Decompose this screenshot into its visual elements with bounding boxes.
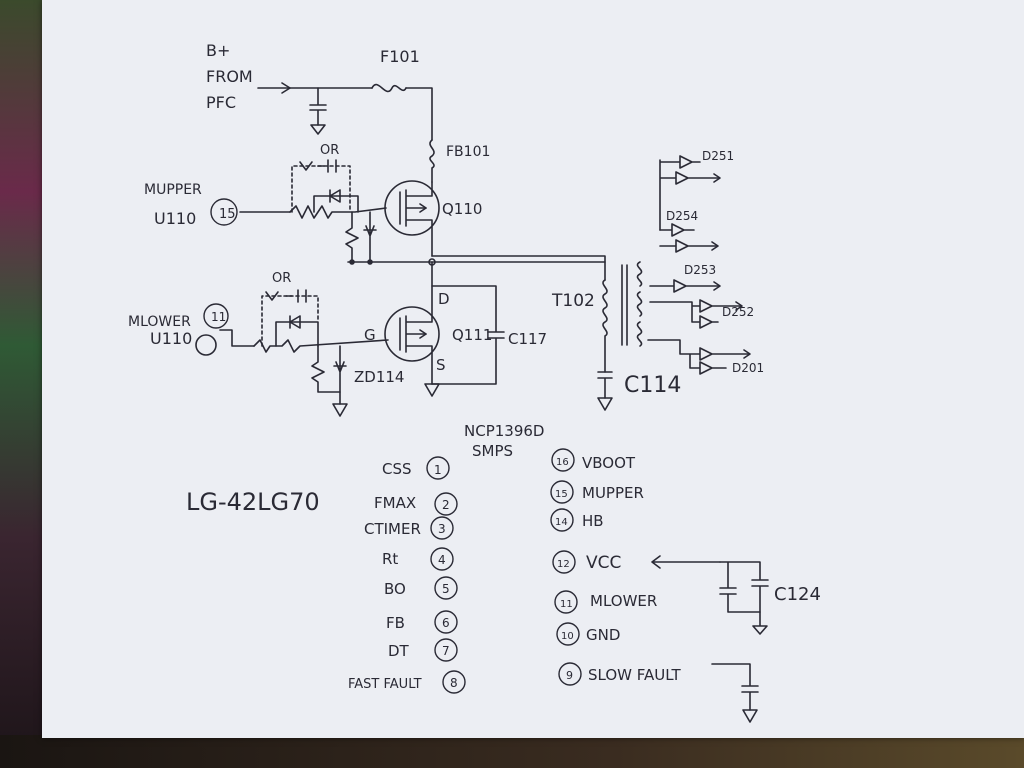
pin-name-9: SLOW FAULT [588,666,682,684]
pin-circles [203,198,582,694]
d251-label: D251 [702,149,734,163]
bplus-label: B+ [206,41,230,60]
d201-label: D201 [732,361,764,375]
pin-num-2: 2 [442,498,450,512]
pin-num-8: 8 [450,676,458,690]
pin-num-15: 15 [555,489,568,500]
component-labels: B+ FROM PFC F101 FB101 OR MUPPER U110 15… [128,41,821,605]
pin-list-left: CSS 1 FMAX 2 CTIMER 3 Rt 4 BO 5 FB 6 DT … [348,460,458,692]
c114-label: C114 [624,373,681,398]
pin-name-8: FAST FAULT [348,677,422,692]
or-top-label: OR [320,143,339,158]
pin-num-3: 3 [438,522,446,536]
q110-label: Q110 [442,200,482,218]
pin-name-11: MLOWER [590,592,657,610]
or-bottom-label: OR [272,271,291,286]
from-label: FROM [206,67,253,86]
pin11-circle [203,303,229,329]
chip-name-label: NCP1396D [464,422,544,440]
source-label: S [436,356,446,374]
pin-name-2: FMAX [374,494,416,512]
pin-num-14: 14 [555,517,568,528]
pin-num-10: 10 [561,631,574,642]
pin-list-right: 16 VBOOT 15 MUPPER 14 HB 12 VCC 11 MLOWE… [555,454,682,684]
pin-num-1: 1 [434,463,442,477]
q111-label: Q111 [452,326,492,344]
pin-name-12: VCC [586,553,621,573]
zd114-label: ZD114 [354,368,404,386]
pin-num-9: 9 [566,669,573,682]
ferrite-label: FB101 [446,144,490,160]
u110-bottom-label: U110 [150,329,192,348]
d252-label: D252 [722,305,754,319]
pin11-label: 11 [211,310,226,324]
fuse-label: F101 [380,47,420,66]
t102-label: T102 [551,291,595,311]
chip-type-label: SMPS [472,442,513,460]
pin-name-1: CSS [382,460,412,478]
c117-label: C117 [508,330,547,348]
pin-name-15: MUPPER [582,484,644,502]
mlower-label: MLOWER [128,314,191,330]
pin-num-12: 12 [557,559,570,570]
gate-label: G [364,326,376,344]
pin-name-16: VBOOT [582,454,636,472]
d254-label: D254 [666,209,698,223]
model-label: LG-42LG70 [186,488,320,516]
pin15-circle [210,198,238,226]
u110-top-label: U110 [154,209,196,228]
pfc-label: PFC [206,93,236,112]
background-floor [0,735,1024,768]
pin-num-16: 16 [556,457,569,468]
pin-name-5: BO [384,580,406,598]
pin-num-6: 6 [442,616,450,630]
pin-name-3: CTIMER [364,520,421,538]
mupper-label: MUPPER [144,182,202,198]
c124-label: C124 [774,584,821,605]
pin-name-6: FB [386,614,405,632]
pin-name-4: Rt [382,550,398,568]
pin-name-10: GND [586,626,620,644]
pin-num-7: 7 [442,644,450,658]
drain-label: D [438,290,450,308]
wires [195,82,769,723]
pin-num-5: 5 [442,582,450,596]
pin-name-14: HB [582,512,604,530]
d253-label: D253 [684,263,716,277]
pin15-label: 15 [219,207,236,222]
pin-num-4: 4 [438,553,446,567]
pin-name-7: DT [388,642,410,660]
pin-num-11: 11 [560,599,573,610]
paper-sheet [42,0,1024,738]
